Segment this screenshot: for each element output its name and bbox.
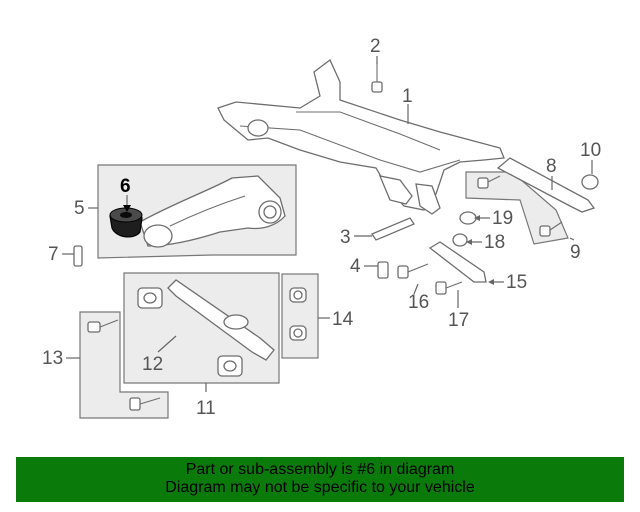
callout-2: 2 — [370, 36, 381, 57]
callout-19-arrowhead — [474, 215, 480, 221]
callout-15-arrowhead — [488, 279, 494, 285]
callout-16-leader — [413, 283, 419, 295]
bolt-part-4 — [377, 261, 389, 279]
banner-line-2: Diagram may not be specific to your vehi… — [165, 479, 475, 496]
callout-12: 12 — [142, 354, 163, 375]
arm-part-15 — [428, 241, 487, 283]
crossmember-bracket — [378, 175, 413, 205]
bolt-part-9 — [477, 175, 563, 237]
callout-8: 8 — [546, 156, 557, 177]
callout-9-leader — [569, 237, 575, 241]
bolt-part-16 — [397, 263, 429, 279]
bolt-part-2 — [371, 62, 383, 93]
callout-18-arrowhead — [466, 239, 472, 245]
washer-part-18 — [452, 233, 468, 247]
arm-part-8 — [496, 157, 596, 213]
crossmember-drawing — [217, 58, 505, 211]
callout-13: 13 — [42, 348, 63, 369]
callout-9: 9 — [570, 242, 581, 263]
callout-11: 11 — [196, 398, 216, 419]
callout-18: 18 — [484, 232, 505, 253]
link-part-3 — [371, 217, 415, 241]
callout-6[interactable]: 6 — [120, 176, 131, 197]
callout-1: 1 — [402, 86, 413, 107]
callout-14: 14 — [332, 309, 354, 330]
callout-7: 7 — [48, 244, 59, 265]
crossmember-rib — [296, 111, 441, 151]
callout-5: 5 — [74, 198, 85, 219]
callout-16: 16 — [408, 292, 429, 313]
callout-19: 19 — [492, 208, 513, 229]
lower-arm-mount — [223, 314, 249, 330]
parts-diagram: 1 2 3 4 5 6 7 8 9 10 11 12 13 14 15 16 1… — [42, 36, 601, 419]
callout-10: 10 — [580, 140, 601, 161]
info-banner: Part or sub-assembly is #6 in diagram Di… — [16, 457, 624, 502]
bushing-part-6[interactable] — [109, 207, 143, 238]
nut-part-10 — [581, 174, 599, 190]
bolt-part-13 — [87, 319, 161, 411]
trailing-arm-drawing — [139, 175, 286, 247]
bolt-part-7 — [73, 245, 83, 267]
callout-3: 3 — [340, 227, 351, 248]
callout-12-leader — [157, 335, 177, 353]
callout-17: 17 — [448, 310, 469, 331]
part-13-box — [79, 311, 169, 419]
part-14-box — [281, 273, 319, 359]
crossmember-mount — [247, 119, 269, 137]
callout-15: 15 — [506, 272, 527, 293]
callout-4: 4 — [350, 256, 361, 277]
washer-part-19 — [459, 211, 477, 225]
crossmember-bracket-2 — [415, 183, 441, 215]
crossmember-inner-edge — [239, 125, 461, 173]
nut-part-14 — [289, 287, 307, 341]
bushing-part-12 — [137, 287, 243, 377]
bolt-part-17 — [435, 281, 463, 295]
trailing-arm-front-eye — [143, 224, 173, 248]
trailing-arm-rib — [169, 195, 246, 227]
trailing-arm-bushing-eye-inner — [263, 205, 277, 219]
callout-6-arrowhead — [123, 205, 131, 212]
banner-line-1: Part or sub-assembly is #6 in diagram — [185, 461, 455, 478]
part-11-box — [123, 272, 280, 384]
lower-arm-drawing — [167, 279, 275, 361]
